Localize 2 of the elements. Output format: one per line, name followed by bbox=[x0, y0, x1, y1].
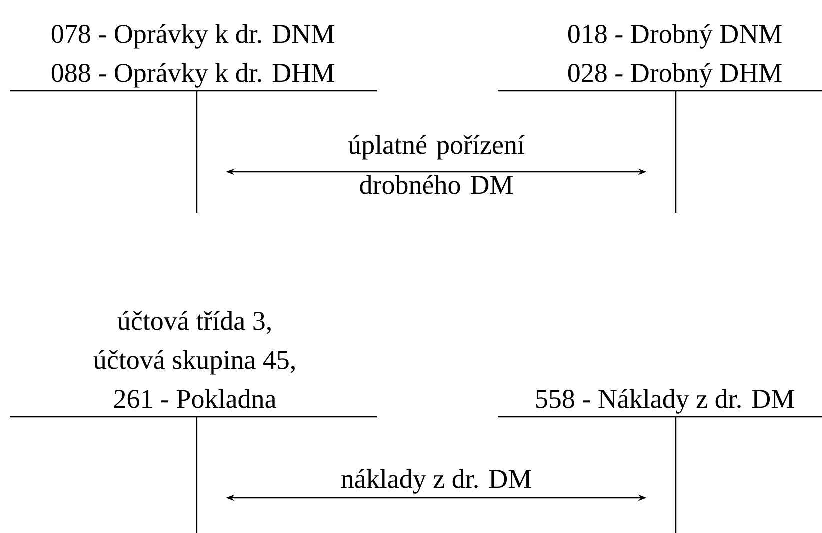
edge-label: úplatné pořízení drobného DM bbox=[348, 135, 525, 194]
edge-label: náklady z dr. DM bbox=[342, 469, 532, 494]
